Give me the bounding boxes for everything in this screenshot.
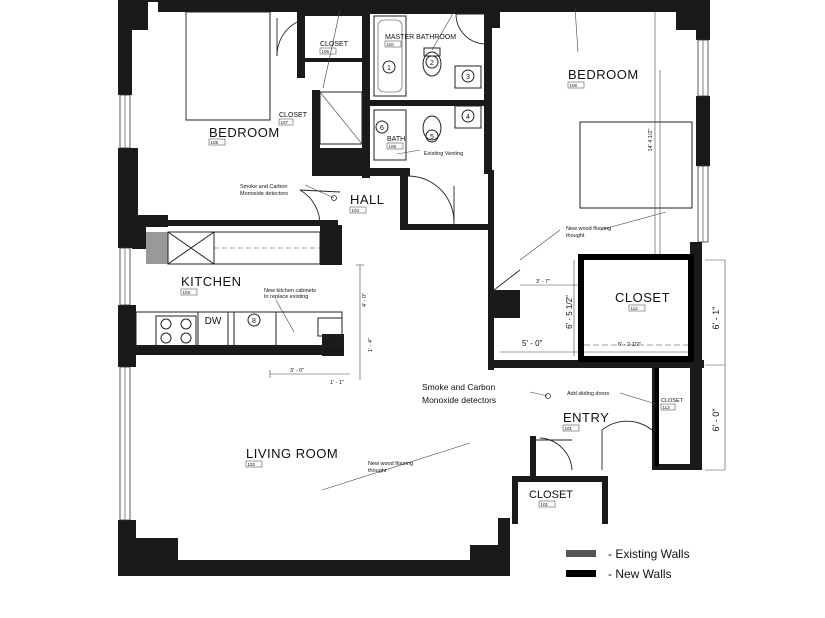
- note-smoke-hall-line1: Smoke and Carbon: [240, 184, 287, 190]
- note-existing-venting: Existing Venting: [424, 151, 463, 157]
- tag-6: 6: [380, 125, 384, 132]
- room-closet-entry-side-number: 113: [663, 405, 671, 410]
- room-master-bath: MASTER BATHROOM: [385, 34, 456, 41]
- room-bedroom-left-number: 108: [211, 140, 219, 145]
- room-entry: ENTRY: [563, 410, 609, 425]
- bed-left: [185, 11, 271, 121]
- legend-existing-label: - Existing Walls: [608, 547, 690, 561]
- note-sliding-doors: Add sliding doors: [567, 391, 609, 397]
- note-kitchen-line1: New kitchen cabinets: [264, 288, 316, 294]
- dimension-lines: [269, 70, 726, 471]
- toilet-master: [422, 51, 442, 77]
- room-closet-entry-number: 101: [541, 502, 549, 507]
- cooktop: [155, 315, 197, 347]
- detector-hall-icon: [331, 195, 337, 201]
- dim-kitchen-vertical: 4' - 0": [362, 293, 368, 307]
- room-bedroom-right: BEDROOM: [568, 67, 639, 82]
- room-closet-main: CLOSET: [615, 290, 670, 305]
- dimension-labels: 14' 4 1/2" 3' - 7" 6' - 5 1/2" 5' - 0" 6…: [290, 129, 721, 432]
- new-walls: [578, 254, 694, 466]
- vanity-master: [454, 65, 482, 89]
- room-bath: BATH: [387, 136, 405, 143]
- note-smoke-entry-line2: Monoxide detectors: [422, 395, 496, 405]
- dim-right-lower: 6' - 0": [711, 409, 721, 432]
- room-closet-106: CLOSET: [320, 41, 349, 48]
- sink: [233, 311, 277, 347]
- detector-entry-icon: [545, 393, 551, 399]
- leader-arrows: [275, 7, 667, 491]
- tag-3: 3: [466, 74, 470, 81]
- closet-shelf: [319, 91, 363, 145]
- tag-2: 2: [430, 60, 434, 67]
- tag-8: 8: [252, 318, 256, 325]
- dim-kitchen-bottom: 3' - 0": [290, 368, 304, 374]
- legend-existing-swatch: [566, 550, 596, 557]
- legend-new-label: - New Walls: [608, 567, 672, 581]
- room-bath-number: 106: [389, 144, 397, 149]
- room-closet-107-number: 107: [281, 120, 289, 125]
- annotations: Smoke and Carbon Monoxide detectors Exis…: [240, 151, 611, 474]
- tag-1: 1: [387, 65, 391, 72]
- interior-walls: [132, 8, 704, 524]
- dim-closet-left: 6' - 5 1/2": [565, 295, 574, 329]
- room-closet-entry-side: CLOSET: [661, 398, 684, 404]
- dim-right-upper: 6' - 1": [711, 307, 721, 330]
- room-closet-107: CLOSET: [279, 112, 308, 119]
- room-hall: HALL: [350, 192, 385, 207]
- dishwasher-label: DW: [205, 316, 222, 327]
- dim-closet-bottom-left: 5' - 0": [522, 339, 543, 348]
- doors: [276, 13, 653, 471]
- tag-4: 4: [466, 114, 470, 121]
- note-wood-bedroom-line2: thought: [566, 233, 585, 239]
- legend: - Existing Walls - New Walls: [566, 547, 690, 581]
- fixture-tags: 1 2 3 4 5 6 8 DW: [205, 55, 475, 327]
- dim-bed-vertical: 14' 4 1/2": [648, 129, 654, 152]
- room-entry-number: 101: [565, 426, 573, 431]
- note-smoke-entry-line1: Smoke and Carbon: [422, 382, 496, 392]
- toilet-bath: [422, 115, 442, 141]
- dim-kitchen-vertical-small: 1' - 4": [368, 338, 374, 352]
- room-kitchen: KITCHEN: [181, 274, 242, 289]
- bed-right: [579, 121, 693, 209]
- range-hood: [146, 232, 168, 264]
- fixtures: [135, 11, 693, 347]
- dim-closet-bottom-right: 6' - 2 1/2": [618, 342, 641, 348]
- room-living: LIVING ROOM: [246, 446, 338, 461]
- room-labels: BEDROOM 108 BEDROOM 109 CLOSET 106 CLOSE…: [180, 34, 684, 508]
- vanity-bath: [454, 105, 482, 129]
- room-kitchen-number: 103: [183, 290, 191, 295]
- room-bedroom-right-number: 109: [570, 83, 578, 88]
- room-living-number: 102: [248, 462, 256, 467]
- note-wood-living-line2: thought: [368, 468, 387, 474]
- dishwasher: [197, 311, 229, 347]
- dim-closet-top: 3' - 7": [536, 279, 550, 285]
- room-bedroom-left: BEDROOM: [209, 125, 280, 140]
- tag-5: 5: [430, 134, 434, 141]
- bathtub: [373, 15, 407, 97]
- dim-kitchen-bottom-small: 1' - 1": [330, 380, 344, 386]
- shower: [373, 109, 407, 161]
- room-hall-number: 104: [352, 208, 360, 213]
- note-smoke-hall-line2: Monoxide detectors: [240, 191, 288, 197]
- note-kitchen-line2: to replace existing: [264, 294, 308, 300]
- legend-new-swatch: [566, 570, 596, 577]
- room-closet-main-number: 112: [631, 306, 639, 311]
- room-master-bath-number: 110: [387, 42, 395, 47]
- note-wood-living-line1: New wood flooring: [368, 461, 413, 467]
- room-closet-106-number: 106: [322, 49, 330, 54]
- room-closet-entry: CLOSET: [529, 489, 573, 501]
- note-wood-bedroom-line1: New wood flooring: [566, 226, 611, 232]
